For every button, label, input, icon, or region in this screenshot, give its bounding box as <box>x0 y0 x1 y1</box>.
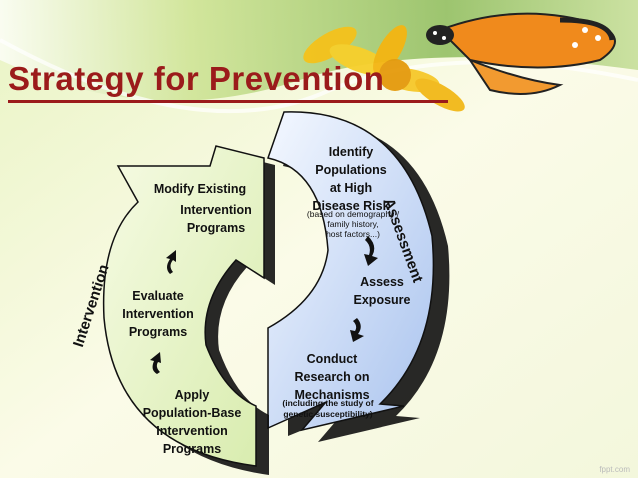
identify-populations-text: Identify Populations at High Disease Ris… <box>312 145 390 213</box>
assessment-arrow <box>267 111 435 432</box>
intervention-arrow <box>102 145 265 467</box>
page-title: Strategy for Prevention <box>8 60 385 97</box>
footer-watermark: fppt.com <box>599 465 630 474</box>
butterfly-image <box>426 12 616 95</box>
apply-programs-text: Apply Population-Base Intervention Progr… <box>142 388 242 456</box>
identify-note-text: (based on demography / family history, h… <box>306 209 400 239</box>
title-underline <box>8 100 448 103</box>
modify-existing-text: Modify Existing <box>153 182 247 196</box>
curved-arrow-icon <box>150 236 378 374</box>
conduct-research-text: Conduct Research on Mechanisms <box>294 352 370 402</box>
conduct-note-text: (including the study of genetic suscepti… <box>282 398 374 419</box>
evaluate-programs-text: Evaluate Intervention Programs <box>122 289 194 339</box>
flower-image <box>303 25 465 112</box>
assess-exposure-text: Assess Exposure <box>353 275 411 307</box>
intervention-programs-text: Intervention Programs <box>180 203 252 235</box>
